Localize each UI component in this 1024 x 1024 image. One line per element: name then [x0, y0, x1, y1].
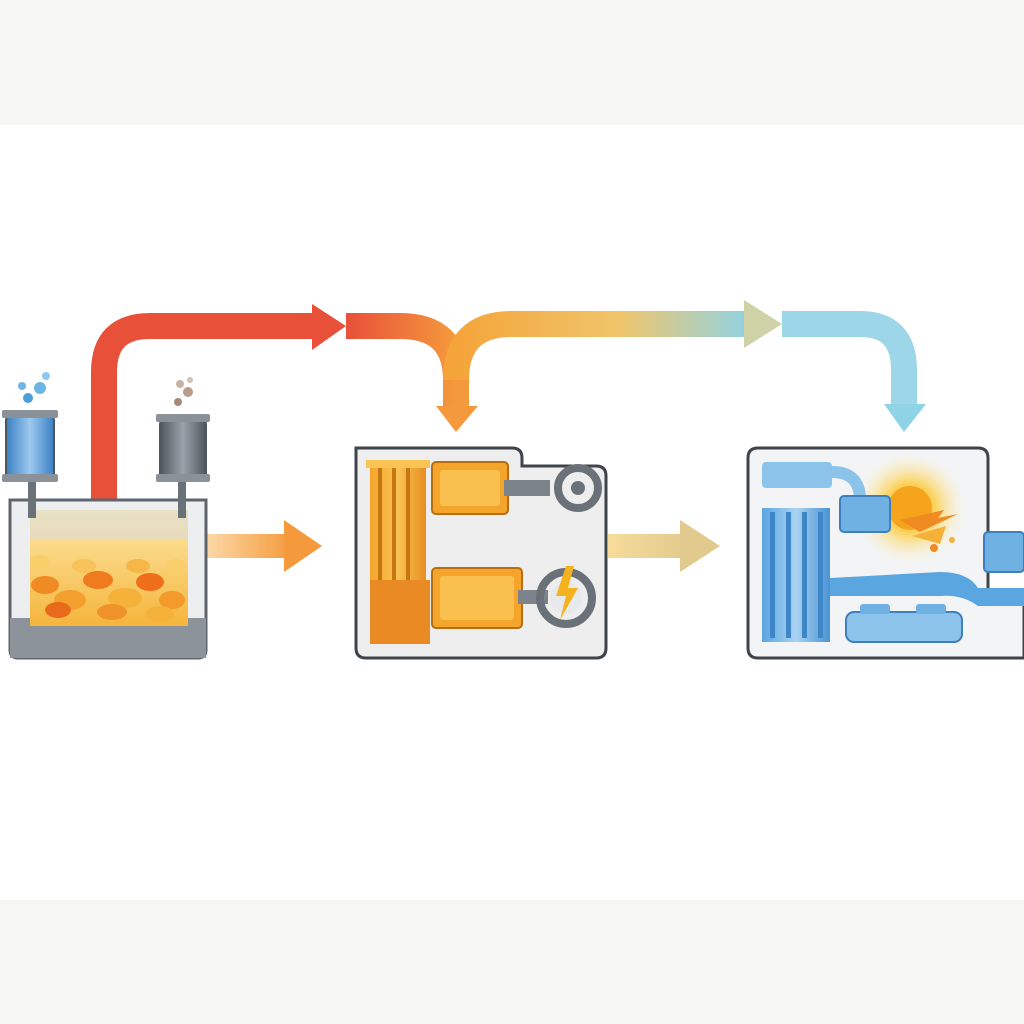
stage-3-cooling-condenser: [746, 446, 1024, 660]
top-arrow-cool: [443, 300, 926, 432]
spark-icon: [900, 510, 958, 552]
generator-lightning-icon: [536, 566, 596, 628]
exhaust-vessel-icon: [156, 377, 210, 482]
process-arrow-2: [608, 520, 720, 572]
top-band: [0, 0, 1024, 125]
gear-icon: [554, 464, 602, 512]
bottom-band: [0, 900, 1024, 1024]
water-vessel-icon: [2, 372, 58, 482]
stage-1-furnace-tank: [2, 372, 210, 660]
fuel-pebbles: [30, 555, 186, 622]
process-arrow-1: [206, 520, 322, 572]
stage-2-turbine-generator: [354, 446, 608, 660]
